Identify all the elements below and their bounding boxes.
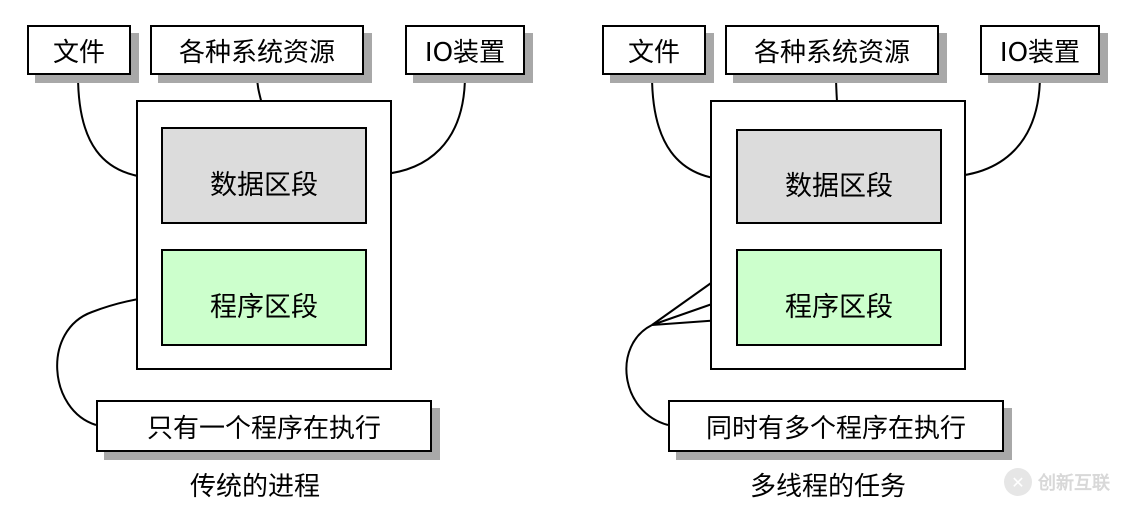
arrow-exec-to-program-right bbox=[625, 324, 669, 426]
system-resources-label-right: 各种系统资源 bbox=[753, 37, 910, 68]
executor-label-left: 只有一个程序在执行 bbox=[146, 413, 381, 444]
data-segment-label-left: 数据区段 bbox=[210, 170, 318, 201]
io-device-label-left: IO装置 bbox=[424, 37, 506, 68]
file-label-left: 文件 bbox=[52, 37, 105, 68]
io-device-label-right: IO装置 bbox=[999, 37, 1081, 68]
executor-label-right: 同时有多个程序在执行 bbox=[705, 413, 966, 444]
program-segment-label-left: 程序区段 bbox=[210, 292, 318, 323]
program-segment-left: 程序区段 bbox=[161, 249, 367, 346]
io-device-box-left: IO装置 bbox=[405, 25, 525, 75]
file-label-right: 文件 bbox=[627, 37, 680, 68]
system-resources-box-right: 各种系统资源 bbox=[725, 25, 939, 75]
data-segment-right: 数据区段 bbox=[736, 129, 942, 224]
brand-logo-icon: ✕ bbox=[1004, 468, 1032, 496]
system-resources-box-left: 各种系统资源 bbox=[150, 25, 364, 75]
io-device-box-right: IO装置 bbox=[980, 25, 1100, 75]
system-resources-label-left: 各种系统资源 bbox=[178, 37, 335, 68]
data-segment-label-right: 数据区段 bbox=[785, 171, 893, 202]
caption-right: 多线程的任务 bbox=[750, 472, 907, 502]
watermark-text: 创新互联 bbox=[1038, 473, 1110, 494]
data-segment-left: 数据区段 bbox=[161, 127, 367, 224]
program-segment-label-right: 程序区段 bbox=[785, 292, 893, 323]
file-box-left: 文件 bbox=[27, 25, 131, 75]
watermark: ✕ 创新互联 bbox=[1004, 468, 1110, 496]
executor-box-right: 同时有多个程序在执行 bbox=[668, 400, 1004, 452]
program-segment-right: 程序区段 bbox=[736, 249, 942, 346]
caption-left: 传统的进程 bbox=[190, 472, 321, 502]
file-box-right: 文件 bbox=[602, 25, 706, 75]
executor-box-left: 只有一个程序在执行 bbox=[96, 400, 432, 452]
